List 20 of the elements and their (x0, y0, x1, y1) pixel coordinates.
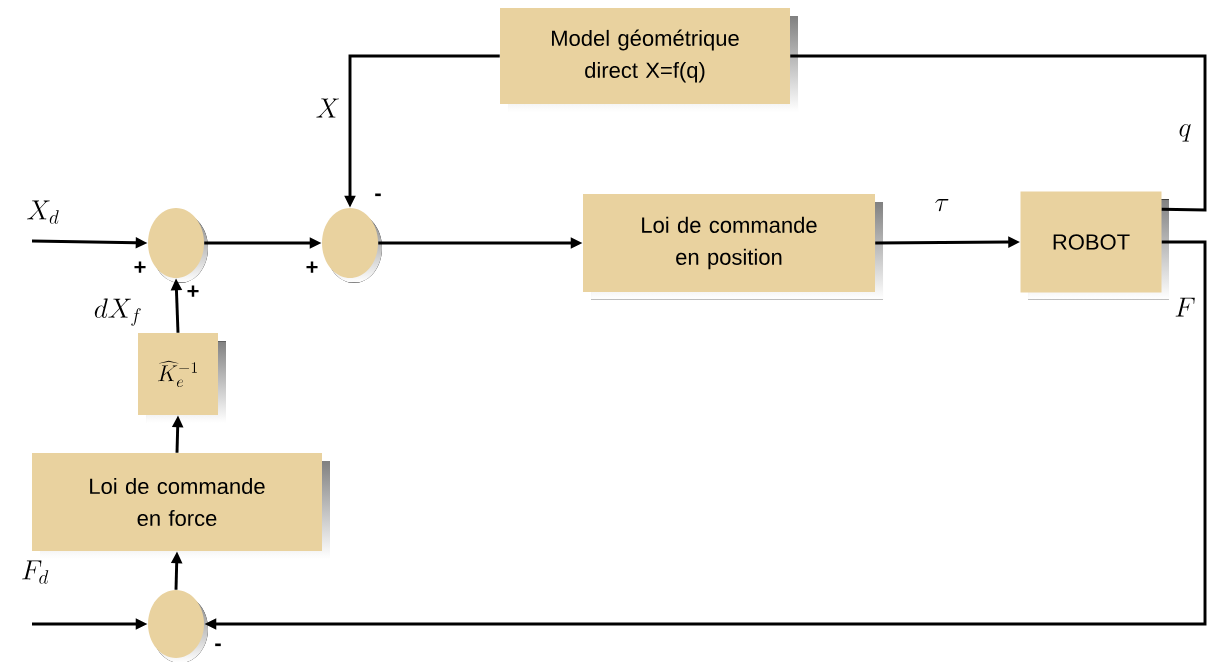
gain-box: $\widehat{K}_e^{-1}$ (138, 333, 226, 423)
edge-label: $X_d$ (27, 200, 59, 224)
process-box: ROBOT (1020, 191, 1169, 300)
process-box: Loi de commande en force (32, 453, 330, 559)
summing-junction (322, 208, 382, 283)
edge-label: $\tau$ (935, 199, 949, 212)
edge-label: $F$ (1175, 297, 1195, 317)
edge-label: $F_d$ (22, 560, 49, 584)
summing-junction (148, 208, 208, 283)
sign-label: - (375, 193, 381, 197)
edge-label: $q$ (1179, 124, 1191, 142)
sign-label: + (187, 285, 199, 297)
process-box: Loi de commande en position (583, 194, 883, 300)
edge-label: $X$ (316, 98, 339, 118)
process-box: Model géométrique direct X=f(q) (500, 8, 798, 112)
edge-label: $dX_f$ (94, 298, 141, 326)
sign-label: - (215, 643, 221, 647)
sign-label: + (306, 261, 318, 273)
sign-label: + (134, 261, 146, 273)
summing-junction (148, 590, 208, 662)
